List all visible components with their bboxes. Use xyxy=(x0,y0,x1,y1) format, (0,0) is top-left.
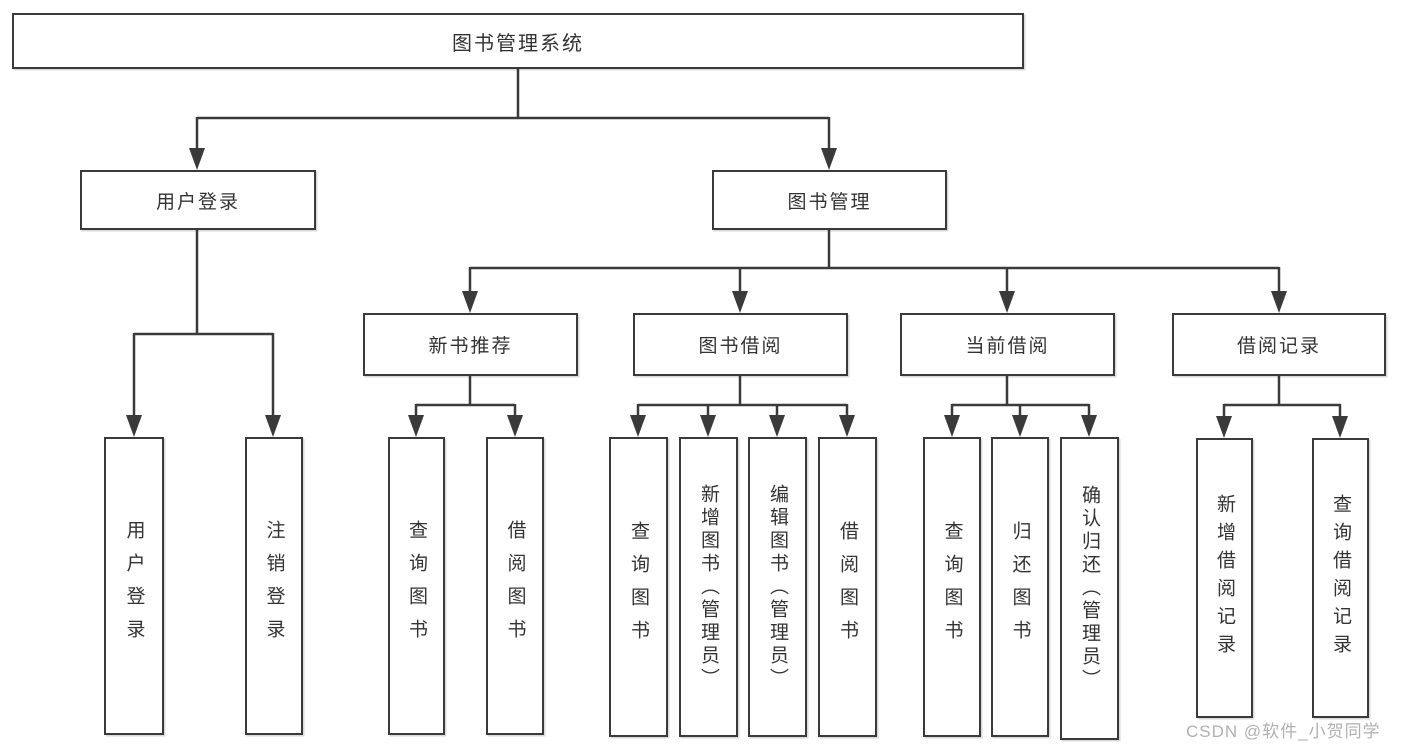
node-recommend-borrow-books: 借阅图书 xyxy=(486,437,544,735)
node-current-borrowing: 当前借阅 xyxy=(900,313,1115,376)
node-records-query-record: 查询借阅记录 xyxy=(1312,438,1369,718)
node-borrowing-borrow-books: 借阅图书 xyxy=(818,437,877,737)
node-borrowing-add-books: 新增图书（管理员） xyxy=(679,437,738,737)
node-current-confirm-return: 确认归还（管理员） xyxy=(1060,437,1119,740)
node-borrowing-borrow-books-label: 借阅图书 xyxy=(837,521,858,653)
node-user-login-label: 用户登录 xyxy=(155,191,240,213)
node-leaf-logout: 注销登录 xyxy=(245,437,303,735)
node-new-book-recommend: 新书推荐 xyxy=(363,313,578,376)
node-root: 图书管理系统 xyxy=(12,13,1024,69)
node-current-return-books-label: 归还图书 xyxy=(1009,521,1031,653)
node-records-query-record-label: 查询借阅记录 xyxy=(1330,494,1351,662)
node-book-borrowing-label: 图书借阅 xyxy=(698,336,783,357)
node-current-query-books-label: 查询图书 xyxy=(941,521,963,653)
node-leaf-logout-label: 注销登录 xyxy=(263,520,285,652)
node-leaf-user-login-label: 用户登录 xyxy=(123,520,145,652)
node-borrowing-records-label: 借阅记录 xyxy=(1236,336,1321,357)
node-current-confirm-return-label: 确认归还（管理员） xyxy=(1079,485,1100,692)
node-new-book-recommend-label: 新书推荐 xyxy=(428,336,513,357)
node-book-management-label: 图书管理 xyxy=(787,191,872,213)
node-recommend-borrow-books-label: 借阅图书 xyxy=(504,520,526,652)
node-records-add-record-label: 新增借阅记录 xyxy=(1214,494,1235,662)
node-borrowing-edit-books-label: 编辑图书（管理员） xyxy=(767,483,788,691)
node-current-query-books: 查询图书 xyxy=(923,437,981,737)
node-recommend-query-books-label: 查询图书 xyxy=(406,520,427,652)
node-book-borrowing: 图书借阅 xyxy=(633,313,848,376)
node-root-label: 图书管理系统 xyxy=(452,32,584,55)
node-borrowing-edit-books: 编辑图书（管理员） xyxy=(748,437,807,737)
node-book-management: 图书管理 xyxy=(712,170,947,230)
watermark: CSDN @软件_小贺同学 xyxy=(1186,722,1381,741)
node-leaf-user-login: 用户登录 xyxy=(104,437,164,735)
node-borrowing-records: 借阅记录 xyxy=(1172,313,1386,376)
node-borrowing-add-books-label: 新增图书（管理员） xyxy=(698,483,719,691)
node-user-login: 用户登录 xyxy=(80,170,316,230)
node-current-return-books: 归还图书 xyxy=(991,437,1049,737)
node-current-borrowing-label: 当前借阅 xyxy=(965,336,1050,357)
node-recommend-query-books: 查询图书 xyxy=(388,437,445,735)
node-records-add-record: 新增借阅记录 xyxy=(1196,438,1253,718)
node-borrowing-query-books: 查询图书 xyxy=(609,437,668,737)
node-borrowing-query-books-label: 查询图书 xyxy=(628,521,649,653)
